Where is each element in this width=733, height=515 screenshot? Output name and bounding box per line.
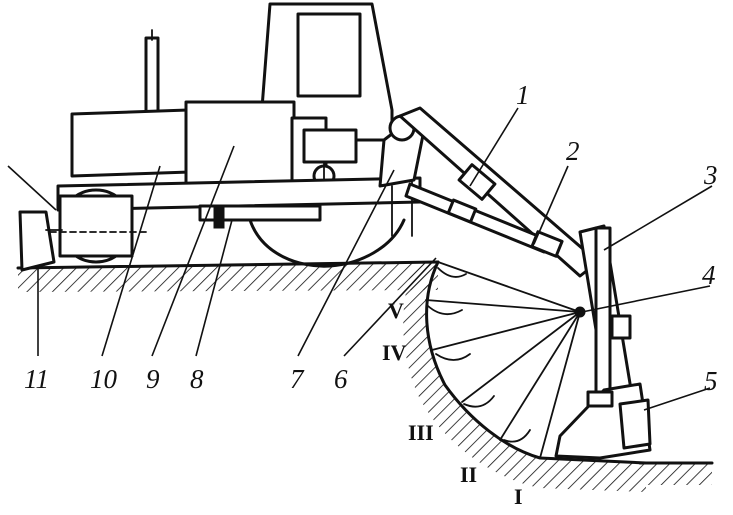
callout-5: 5 [704,366,718,396]
callout-2: 2 [566,136,580,166]
callout-6: 6 [334,364,348,394]
callout-1: 1 [516,80,530,110]
engine-hood [70,108,192,178]
exhaust-pipe [144,29,160,114]
leader-lines [7,107,713,411]
front-blade [18,210,63,272]
boom-pivot [378,114,426,237]
position-III: III [408,420,434,445]
cutting-head [554,382,652,460]
hydraulic-cylinder [404,182,564,258]
position-II: II [460,462,477,487]
front-wheel [39,188,151,264]
callout-9: 9 [146,364,160,394]
position-V: V [388,298,404,323]
position-I: I [514,484,523,509]
callout-11: 11 [24,364,49,394]
bucket-teeth [427,267,531,443]
callout-10: 10 [90,364,118,394]
callout-4: 4 [702,260,716,290]
position-IV: IV [382,340,407,365]
rotation-rays [425,261,586,459]
callout-7: 7 [290,364,305,394]
callout-3: 3 [703,160,718,190]
rear-wheel [248,218,406,268]
callout-8: 8 [190,364,204,394]
